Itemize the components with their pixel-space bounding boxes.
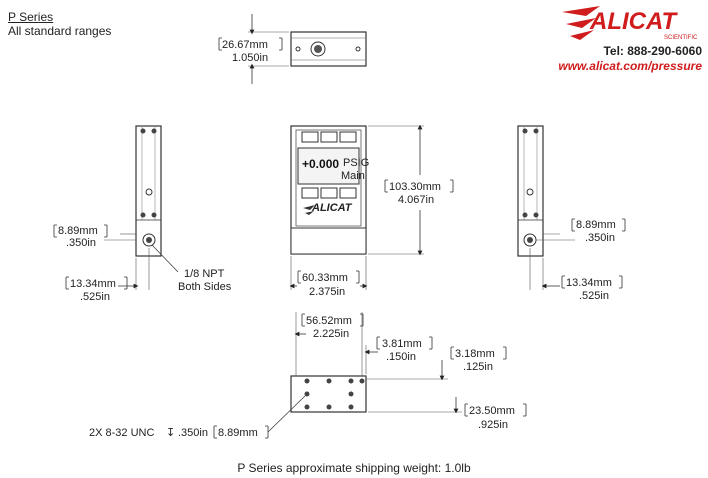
dim-left-port-height-in: .350in bbox=[66, 237, 96, 249]
series-title: P Series bbox=[8, 10, 54, 24]
dim-hole-span-mm: 56.52mm bbox=[306, 315, 352, 327]
dim-left-port-height-mm: 8.89mm bbox=[58, 225, 98, 237]
series-subtitle: All standard ranges bbox=[8, 24, 112, 38]
shipping-weight-caption: P Series approximate shipping weight: 1.… bbox=[237, 461, 471, 475]
dim-hole-span-in: 2.225in bbox=[313, 328, 349, 340]
lcd-unit: PSIG bbox=[343, 157, 369, 169]
dim-top-height-in: 1.050in bbox=[232, 52, 268, 64]
dim-depth-mm: 23.50mm bbox=[469, 405, 515, 417]
dim-top-height-mm: 26.67mm bbox=[222, 39, 268, 51]
lcd-screen bbox=[297, 147, 360, 185]
top-screw-icon bbox=[295, 46, 301, 52]
dim-body-width-in: 2.375in bbox=[309, 286, 345, 298]
bottom-view: 56.52mm 2.225in 3.81mm .150in 3.18mm .12… bbox=[89, 312, 527, 439]
left-side-view: 8.89mm .350in 13.34mm .525in 1/8 NPT Bot… bbox=[53, 125, 232, 303]
dim-side-in: .125in bbox=[463, 361, 493, 373]
dim-edge-in: .150in bbox=[386, 351, 416, 363]
npt-callout-line2: Both Sides bbox=[178, 281, 232, 293]
thread-callout-prefix: 2X 8-32 UNC bbox=[89, 427, 154, 439]
dim-body-height-in: 4.067in bbox=[398, 194, 434, 206]
dim-body-height-mm: 103.30mm bbox=[389, 181, 441, 193]
dim-edge-mm: 3.81mm bbox=[382, 338, 422, 350]
npt-callout-line1: 1/8 NPT bbox=[184, 268, 225, 280]
website-link[interactable]: www.alicat.com/pressure bbox=[558, 59, 702, 73]
thread-depth-in: .350in bbox=[178, 427, 208, 439]
dim-right-port-height-mm: 8.89mm bbox=[576, 219, 616, 231]
dim-left-port-offset-mm: 13.34mm bbox=[70, 278, 116, 290]
thread-depth-icon: ↧ bbox=[166, 427, 175, 439]
dim-right-port-offset-mm: 13.34mm bbox=[566, 277, 612, 289]
dim-right-port-offset-in: .525in bbox=[579, 290, 609, 302]
dim-left-port-offset-in: .525in bbox=[80, 291, 110, 303]
logo-wordmark: ALICAT bbox=[589, 8, 679, 35]
lcd-reading: +0.000 bbox=[302, 157, 339, 171]
right-side-view: 8.89mm .350in 13.34mm .525in bbox=[517, 125, 626, 302]
dim-side-mm: 3.18mm bbox=[455, 348, 495, 360]
front-logo-icon: ALICAT bbox=[303, 202, 353, 215]
top-view: 26.67mm 1.050in bbox=[218, 14, 367, 84]
dim-body-width-mm: 60.33mm bbox=[302, 272, 348, 284]
lcd-mode: Main bbox=[341, 170, 365, 182]
phone-number: Tel: 888-290-6060 bbox=[603, 44, 702, 58]
alicat-logo: ALICAT SCIENTIFIC bbox=[562, 6, 698, 41]
dim-depth-in: .925in bbox=[478, 419, 508, 431]
logo-swoosh-icon bbox=[562, 6, 600, 40]
dim-right-port-height-in: .350in bbox=[585, 232, 615, 244]
logo-tagline: SCIENTIFIC bbox=[664, 35, 698, 41]
front-view: +0.000 PSIG Main ALICAT 103.30mm 4.067in… bbox=[289, 124, 454, 298]
thread-depth-mm: 8.89mm bbox=[218, 427, 258, 439]
front-logo-wordmark: ALICAT bbox=[311, 202, 353, 214]
mount-hole-icon bbox=[304, 378, 310, 384]
